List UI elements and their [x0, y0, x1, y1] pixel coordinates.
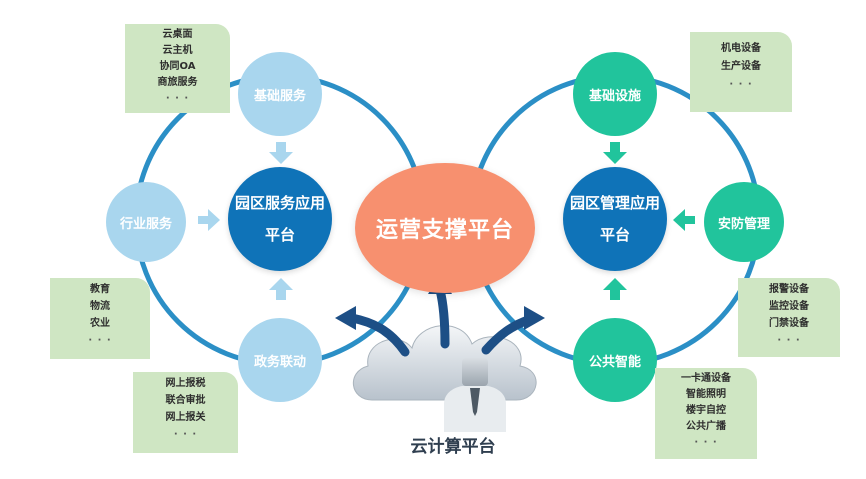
node-basic-services-label: 基础服务 [253, 88, 306, 104]
arrow-right-icon [524, 306, 545, 330]
note-item: 机电设备 [721, 43, 761, 54]
note-item: 网上报关 [165, 412, 206, 423]
note-ellipsis: · · · [173, 429, 198, 440]
node-infrastructure: 基础设施 [573, 52, 657, 136]
note-item: 物流 [90, 301, 110, 312]
user-icon [444, 358, 506, 432]
node-industry-services: 行业服务 [106, 182, 186, 262]
core-platform: 运营支撑平台 [355, 163, 535, 293]
note-item: 门禁设备 [769, 318, 809, 329]
note-item: 楼宇自控 [686, 405, 726, 416]
arrow-up-icon [269, 278, 293, 300]
note-item: 联合审批 [165, 395, 206, 406]
note-ellipsis: · · · [165, 93, 190, 104]
note-ellipsis: · · · [777, 335, 801, 346]
note-item: 云主机 [162, 45, 193, 56]
note-security-management: 报警设备 监控设备 门禁设备 · · · [738, 278, 840, 357]
node-government-linkage: 政务联动 [238, 318, 322, 402]
note-item: 报警设备 [769, 284, 809, 295]
node-infrastructure-label: 基础设施 [588, 88, 641, 104]
note-item: 商旅服务 [157, 77, 198, 88]
arrow-up-icon [603, 278, 627, 300]
core-platform-label: 运营支撑平台 [375, 218, 514, 243]
note-item: 生产设备 [721, 61, 761, 72]
management-app-platform: 园区管理应用 平台 [563, 167, 667, 271]
arrow-left-icon [335, 306, 356, 330]
note-ellipsis: · · · [88, 335, 112, 346]
node-government-linkage-label: 政务联动 [253, 354, 306, 370]
management-app-platform-line1: 园区管理应用 [569, 194, 660, 212]
note-item: 智能照明 [686, 389, 726, 400]
node-public-intelligence: 公共智能 [573, 318, 657, 402]
note-ellipsis: · · · [729, 79, 753, 90]
node-basic-services: 基础服务 [238, 52, 322, 136]
node-industry-services-label: 行业服务 [119, 216, 172, 232]
note-government-linkage: 网上报税 联合审批 网上报关 · · · [133, 372, 238, 453]
note-item: 农业 [90, 318, 110, 329]
note-item: 网上报税 [165, 378, 206, 389]
arrow-down-icon [603, 142, 627, 164]
note-item: 协同OA [159, 61, 196, 72]
note-ellipsis: · · · [694, 437, 718, 448]
note-item: 云桌面 [162, 29, 193, 40]
note-public-intelligence: 一卡通设备 智能照明 楼宇自控 公共广播 · · · [655, 368, 757, 459]
arrow-left-icon [673, 209, 695, 231]
left-arrows [198, 142, 293, 300]
right-arrows [603, 142, 695, 300]
service-app-platform: 园区服务应用 平台 [228, 167, 332, 271]
note-industry-services: 教育 物流 农业 · · · [50, 278, 150, 359]
note-item: 教育 [90, 284, 110, 295]
service-app-platform-line2: 平台 [264, 226, 295, 244]
service-app-platform-line1: 园区服务应用 [234, 194, 325, 212]
note-item: 一卡通设备 [681, 373, 731, 384]
management-app-platform-line2: 平台 [599, 226, 630, 244]
note-item: 公共广播 [686, 421, 726, 432]
note-item: 监控设备 [769, 301, 809, 312]
note-infrastructure: 机电设备 生产设备 · · · [690, 32, 792, 112]
node-public-intelligence-label: 公共智能 [588, 354, 641, 370]
node-security-management-label: 安防管理 [717, 216, 770, 232]
arrow-right-icon [198, 209, 220, 231]
cloud-platform-label: 云计算平台 [410, 437, 496, 457]
node-security-management: 安防管理 [704, 182, 784, 262]
arrow-down-icon [269, 142, 293, 164]
note-basic-services: 云桌面 云主机 协同OA 商旅服务 · · · [125, 24, 230, 113]
